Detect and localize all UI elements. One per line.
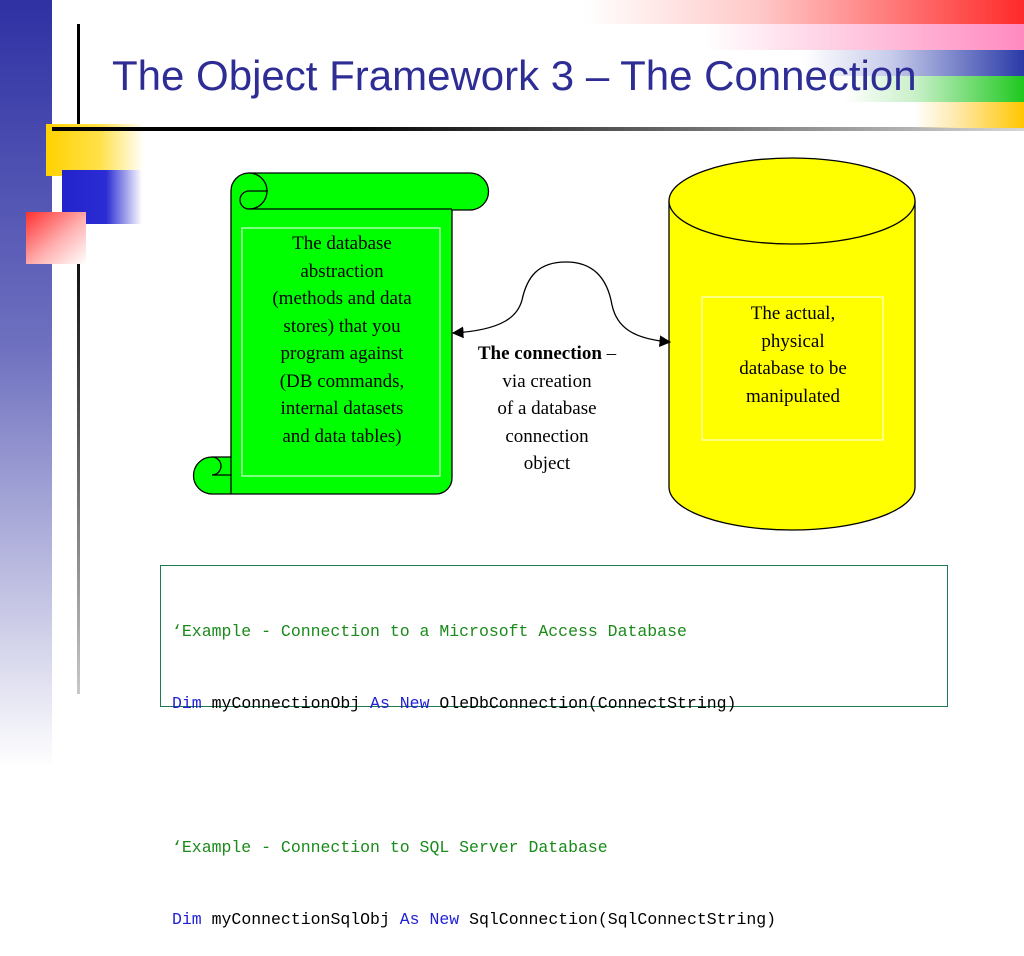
stripe-blue bbox=[804, 50, 1024, 76]
scroll-text-line: (DB commands, bbox=[279, 370, 405, 392]
connection-label-line: of a database bbox=[497, 398, 597, 419]
scroll-text-line: and data tables) bbox=[282, 425, 402, 447]
scroll-text-line: program against bbox=[280, 343, 404, 364]
scroll-text-line: stores) that you bbox=[283, 315, 401, 337]
decor-red-square bbox=[26, 212, 86, 264]
connection-label: The connection – via creation of a datab… bbox=[476, 340, 618, 478]
code-example-box: ‘Example - Connection to a Microsoft Acc… bbox=[160, 565, 948, 929]
connection-label-dash: – bbox=[601, 343, 617, 364]
code-text: myConnectionSqlObj bbox=[201, 910, 400, 929]
stripe-green bbox=[844, 76, 1024, 102]
code-text: SqlConnection(SqlConnectString) bbox=[459, 910, 777, 929]
database-text-line: database to be bbox=[739, 358, 847, 379]
code-keyword: As bbox=[399, 910, 420, 929]
code-comment: ‘Example - Connection to SQL Server Data… bbox=[172, 838, 608, 857]
connection-label-line: object bbox=[523, 453, 571, 474]
code-text: myConnectionObj bbox=[201, 694, 371, 713]
connection-label-bold: The connection bbox=[477, 343, 602, 364]
code-text: OleDbConnection(ConnectString) bbox=[429, 694, 737, 713]
scroll-text-line: abstraction bbox=[300, 260, 384, 282]
decor-yellow-square bbox=[46, 124, 144, 176]
stripe-pink bbox=[704, 24, 1024, 50]
stripe-yellow bbox=[914, 102, 1024, 128]
code-keyword: Dim bbox=[172, 694, 202, 713]
code-keyword: New bbox=[399, 694, 430, 713]
vertical-rule bbox=[77, 24, 80, 694]
left-gradient-band bbox=[0, 0, 52, 768]
scroll-text-line: (methods and data bbox=[272, 288, 412, 309]
connection-label-line: connection bbox=[505, 425, 589, 447]
corner-stripes bbox=[584, 0, 1024, 130]
code-line: Dim myConnectionObj As New OleDbConnecti… bbox=[172, 692, 947, 716]
code-keyword: As bbox=[370, 694, 390, 713]
connection-label-line: via creation bbox=[502, 370, 592, 392]
code-comment: ‘Example - Connection to a Microsoft Acc… bbox=[172, 622, 687, 641]
database-text-line: The actual, bbox=[750, 303, 836, 324]
database-description: The actual, physical database to be mani… bbox=[703, 300, 883, 440]
connection-arrow bbox=[451, 261, 672, 347]
database-text-line: physical bbox=[761, 330, 825, 352]
database-text-line: manipulated bbox=[746, 385, 840, 407]
slide-title: The Object Framework 3 – The Connection bbox=[112, 52, 917, 99]
diagram-canvas bbox=[192, 157, 916, 531]
horizontal-rule bbox=[52, 127, 1024, 131]
scroll-text-line: The database bbox=[292, 233, 392, 254]
code-text bbox=[390, 694, 400, 713]
code-keyword: Dim bbox=[172, 910, 202, 929]
code-text bbox=[420, 910, 430, 929]
database-cylinder bbox=[668, 157, 916, 531]
connection-label-line: The connection – bbox=[476, 340, 618, 368]
code-keyword: New bbox=[429, 910, 460, 929]
scroll-shape bbox=[192, 172, 490, 495]
code-line: Dim myConnectionSqlObj As New SqlConnect… bbox=[172, 908, 947, 932]
scroll-description: The database abstraction (methods and da… bbox=[244, 230, 440, 475]
scroll-text-line: internal datasets bbox=[280, 398, 404, 419]
stripe-red bbox=[584, 0, 1024, 24]
